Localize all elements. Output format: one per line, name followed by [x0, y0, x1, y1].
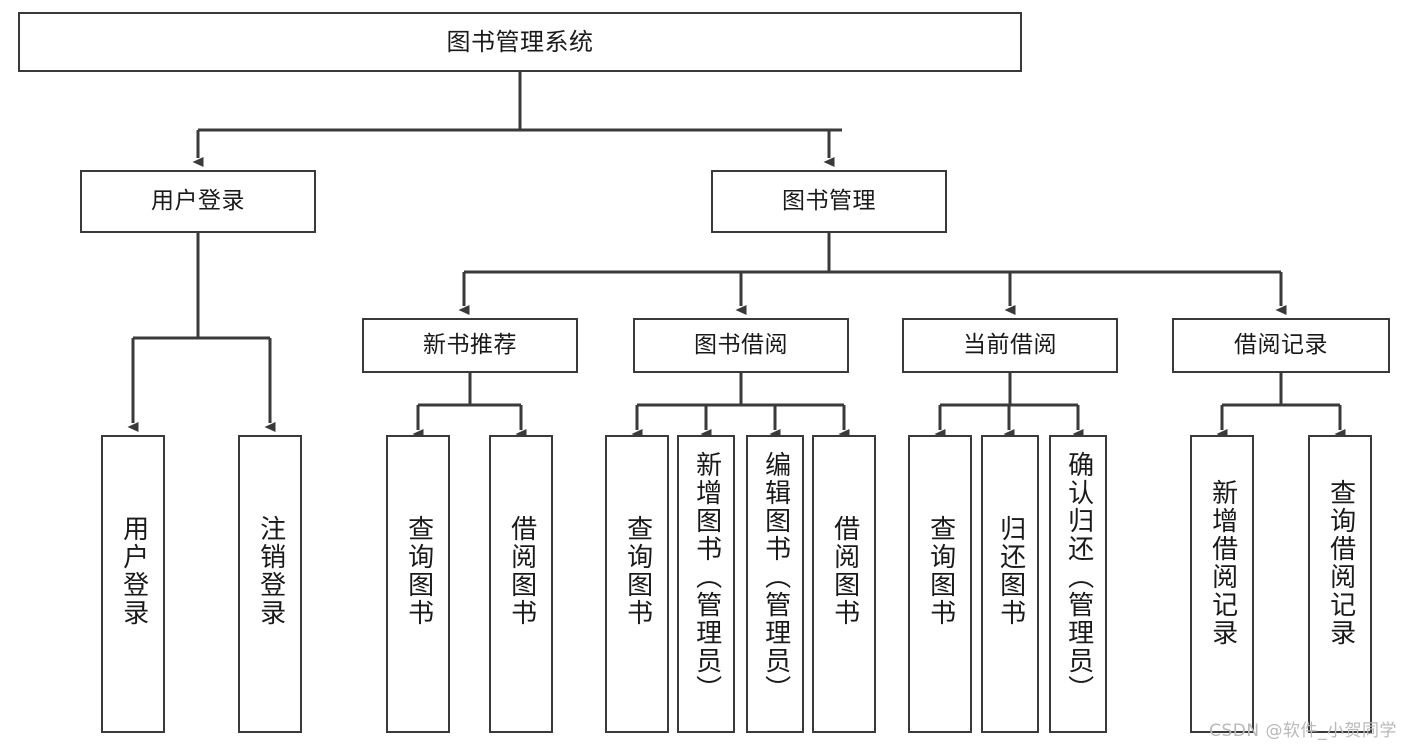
- node-label: 借阅记录: [1234, 331, 1328, 358]
- node-book-management-system[interactable]: 图书管理系统: [18, 12, 1022, 72]
- node-label: 当前借阅: [963, 331, 1057, 358]
- node-label: 归还图书: [995, 515, 1026, 627]
- node-label: 图书管理: [782, 187, 876, 214]
- node-borrow-record[interactable]: 借阅记录: [1172, 318, 1390, 373]
- node-book-manage[interactable]: 图书管理: [711, 170, 947, 233]
- node-label: 查询图书: [622, 515, 653, 627]
- node-leaf-query-book-1[interactable]: 查询图书: [386, 435, 450, 733]
- node-label: 图书管理系统: [446, 27, 594, 56]
- node-leaf-borrow-book-1[interactable]: 借阅图书: [489, 435, 553, 733]
- node-label: 查询借阅记录: [1325, 479, 1356, 647]
- node-label: 新书推荐: [423, 331, 517, 358]
- node-new-book-recommend[interactable]: 新书推荐: [362, 318, 578, 373]
- node-leaf-borrow-book-2[interactable]: 借阅图书: [812, 435, 876, 733]
- node-leaf-return-book[interactable]: 归还图书: [981, 435, 1039, 733]
- node-user-login[interactable]: 用户登录: [80, 170, 316, 233]
- node-label: 图书借阅: [694, 331, 788, 358]
- csdn-watermark: CSDN @软件_小贺同学: [1209, 721, 1397, 741]
- node-leaf-user-login[interactable]: 用户登录: [101, 435, 165, 733]
- node-leaf-add-record[interactable]: 新增借阅记录: [1190, 435, 1254, 733]
- node-current-borrow[interactable]: 当前借阅: [902, 318, 1118, 373]
- node-leaf-add-book[interactable]: 新增图书（管理员）: [677, 435, 735, 733]
- node-label: 借阅图书: [829, 515, 860, 627]
- node-label: 用户登录: [151, 187, 245, 214]
- node-leaf-query-book-3[interactable]: 查询图书: [908, 435, 972, 733]
- node-leaf-logout[interactable]: 注销登录: [238, 435, 302, 733]
- node-label: 新增图书（管理员）: [691, 451, 722, 703]
- node-label: 查询图书: [925, 515, 956, 627]
- node-leaf-query-book-2[interactable]: 查询图书: [605, 435, 669, 733]
- node-label: 确认归还（管理员）: [1063, 451, 1094, 703]
- node-label: 注销登录: [255, 515, 286, 627]
- node-book-borrow[interactable]: 图书借阅: [633, 318, 849, 373]
- node-label: 用户登录: [118, 515, 149, 627]
- node-label: 查询图书: [403, 515, 434, 627]
- node-label: 借阅图书: [506, 515, 537, 627]
- node-label: 新增借阅记录: [1207, 479, 1238, 647]
- node-leaf-query-record[interactable]: 查询借阅记录: [1308, 435, 1372, 733]
- node-leaf-edit-book[interactable]: 编辑图书（管理员）: [746, 435, 804, 733]
- node-label: 编辑图书（管理员）: [760, 451, 791, 703]
- node-leaf-confirm-return[interactable]: 确认归还（管理员）: [1049, 435, 1107, 733]
